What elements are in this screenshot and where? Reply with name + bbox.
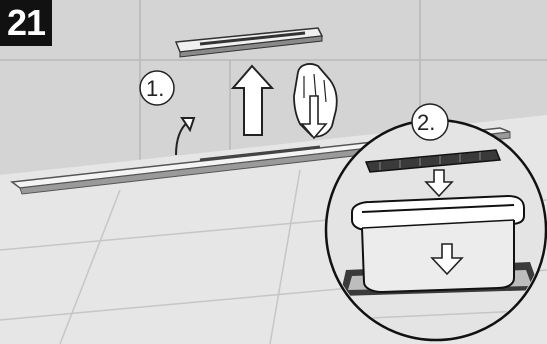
callout-step1: 1. (140, 71, 174, 105)
svg-text:1.: 1. (146, 76, 164, 101)
drain-trap-body (352, 196, 524, 292)
svg-text:2.: 2. (417, 110, 435, 135)
step-number-badge: 21 (0, 0, 52, 46)
callout-step2: 2. (412, 104, 448, 140)
